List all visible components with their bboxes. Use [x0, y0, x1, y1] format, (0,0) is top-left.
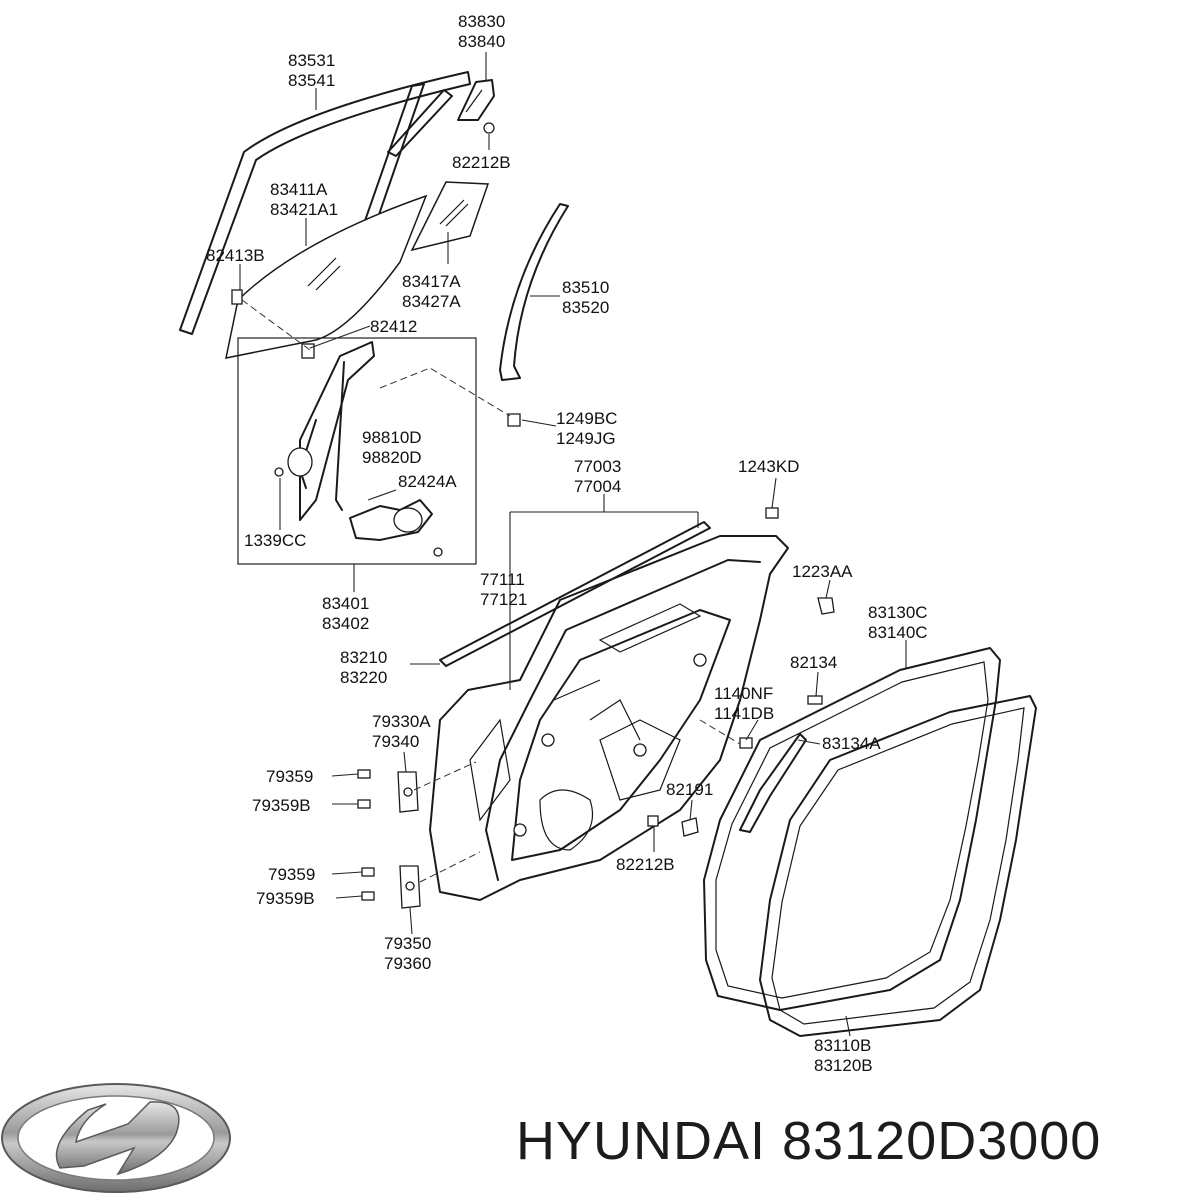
label-82412: 82412: [370, 317, 417, 336]
label-79359b-upper: 79359B: [252, 796, 311, 815]
label-79330a: 79330A: [372, 712, 431, 731]
label-82212b-bottom: 82212B: [616, 855, 675, 874]
label-98810d: 98810D: [362, 428, 422, 447]
label-1243kd: 1243KD: [738, 457, 799, 476]
part-number-labels: 83830 83840 83531 83541 82212B 83411A 83…: [206, 12, 928, 1075]
label-82134: 82134: [790, 653, 837, 672]
label-82191: 82191: [666, 780, 713, 799]
label-79360: 79360: [384, 954, 431, 973]
label-1339cc: 1339CC: [244, 531, 306, 550]
label-1223aa: 1223AA: [792, 562, 853, 581]
label-83520: 83520: [562, 298, 609, 317]
label-83840: 83840: [458, 32, 505, 51]
label-79359-upper: 79359: [266, 767, 313, 786]
label-83210: 83210: [340, 648, 387, 667]
hyundai-logo-icon: [1, 1083, 231, 1193]
label-83110b: 83110B: [814, 1036, 871, 1055]
label-83401: 83401: [322, 594, 369, 613]
fasteners: [357, 507, 835, 901]
label-83140c: 83140C: [868, 623, 928, 642]
label-83830: 83830: [458, 12, 505, 31]
label-82212b-top: 82212B: [452, 153, 511, 172]
label-79359-lower: 79359: [268, 865, 315, 884]
label-83421a1: 83421A1: [270, 200, 338, 219]
door-inner-panel: [429, 535, 789, 901]
label-83402: 83402: [322, 614, 369, 633]
door-weatherstrip-inner: [759, 695, 1037, 1037]
label-1249bc: 1249BC: [556, 409, 617, 428]
weatherstrip-83134a: [739, 733, 807, 833]
label-83427a: 83427A: [402, 292, 461, 311]
door-glass: [225, 194, 428, 359]
rear-glass-channel: [499, 203, 569, 381]
label-79359b-lower: 79359B: [256, 889, 315, 908]
label-83541: 83541: [288, 71, 335, 90]
label-1141db: 1141DB: [714, 704, 774, 723]
dashed-reference-lines: [241, 299, 741, 883]
regulator-assembly-box: [237, 337, 477, 565]
label-83510: 83510: [562, 278, 609, 297]
corner-trim-piece: [457, 79, 495, 134]
upper-hinge: [397, 771, 419, 813]
belt-weatherstrip: [439, 521, 711, 667]
label-82424a: 82424A: [398, 472, 457, 491]
label-83134a: 83134A: [822, 734, 881, 753]
label-83411a: 83411A: [270, 180, 328, 199]
label-77004: 77004: [574, 477, 621, 496]
label-77121: 77121: [480, 590, 527, 609]
part-title: HYUNDAI 83120D3000: [516, 1111, 1102, 1171]
label-83130c: 83130C: [868, 603, 928, 622]
label-83531: 83531: [288, 51, 335, 70]
label-77003: 77003: [574, 457, 621, 476]
label-1140nf: 1140NF: [714, 684, 773, 703]
label-1249jg: 1249JG: [556, 429, 616, 448]
label-77111: 77111: [480, 570, 525, 589]
leader-lines: [239, 52, 907, 1037]
window-regulator: [274, 341, 443, 557]
label-98820d: 98820D: [362, 448, 422, 467]
label-83417a: 83417A: [402, 272, 461, 291]
label-83120b: 83120B: [814, 1056, 873, 1075]
label-82413b: 82413B: [206, 246, 265, 265]
bolt-1249: [507, 413, 521, 427]
quarter-glass: [410, 181, 490, 252]
lower-hinge: [399, 865, 421, 909]
label-79350: 79350: [384, 934, 431, 953]
rear-door-exploded-diagram: 83830 83840 83531 83541 82212B 83411A 83…: [179, 12, 1037, 1075]
label-83220: 83220: [340, 668, 387, 687]
door-weatherstrip-outer: [703, 647, 1001, 1011]
label-79340: 79340: [372, 732, 419, 751]
